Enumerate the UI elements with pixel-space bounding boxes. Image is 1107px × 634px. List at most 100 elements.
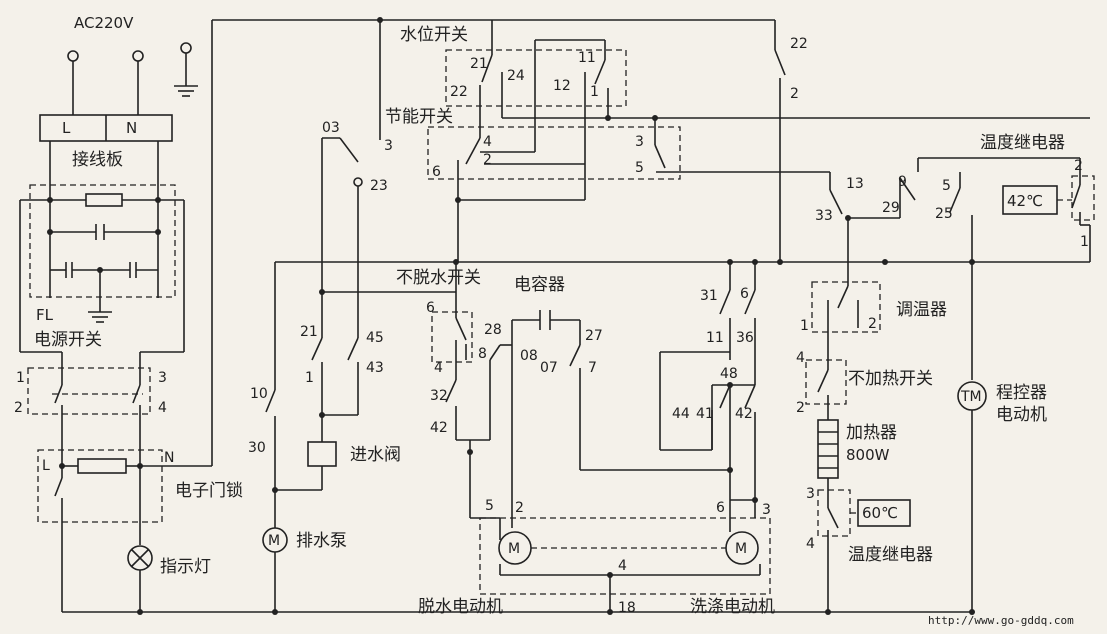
terminal-48: 48: [720, 366, 738, 382]
terminal-4-tr2: 4: [806, 536, 815, 552]
terminal-6-es: 6: [432, 164, 441, 180]
wash-motor-label: 洗涤电动机: [690, 597, 775, 617]
door-lock: [37, 449, 163, 545]
temp-42-label: 42℃: [1007, 192, 1043, 210]
terminal-5-tr: 5: [942, 178, 951, 194]
terminal-13: 13: [846, 176, 864, 192]
terminal-9: 9: [898, 174, 907, 190]
supply-terminal-n: [132, 50, 144, 115]
no-spin-switch: [431, 262, 512, 441]
terminal-board: [39, 114, 173, 142]
terminal-22-wl: 22: [450, 84, 468, 100]
terminal-08: 08: [520, 348, 538, 364]
ground-icon: [174, 42, 198, 97]
terminal-24: 24: [507, 68, 525, 84]
heater: [817, 419, 839, 500]
thermostat: [811, 262, 881, 350]
terminal-2-nh: 2: [796, 400, 805, 416]
temperature-relay-top: [899, 157, 1095, 380]
indicator-lamp-icon: [127, 545, 153, 612]
terminal-28: 28: [484, 322, 502, 338]
terminal-1-wl: 1: [590, 84, 599, 100]
program-timer-motor-icon: TM: [957, 381, 987, 612]
door-lock-label: 电子门锁: [175, 481, 243, 501]
terminal-5-es: 5: [635, 160, 644, 176]
terminal-21-iv: 21: [300, 324, 318, 340]
water-level-switch-label: 水位开关: [400, 25, 468, 45]
terminal-12: 12: [553, 78, 571, 94]
terminal-2-sm: 2: [515, 500, 524, 516]
spin-motor-icon: M: [498, 531, 532, 565]
temp-relay-top-label: 温度继电器: [980, 133, 1065, 153]
terminal-1-ts: 1: [800, 318, 809, 334]
filter-label: FL: [36, 306, 54, 324]
terminal-board-n-label: N: [126, 119, 137, 137]
terminal-33: 33: [815, 208, 833, 224]
terminal-41: 41: [696, 406, 714, 422]
svg-text:M: M: [508, 541, 520, 557]
svg-text:M: M: [735, 541, 747, 557]
terminal-30: 30: [248, 440, 266, 456]
terminal-44: 44: [672, 406, 690, 422]
terminal-6-ns: 6: [426, 300, 435, 316]
terminal-2-top: 2: [790, 86, 799, 102]
power-switch-terminal-1: 1: [16, 370, 25, 386]
terminal-4-ns: 4: [434, 360, 443, 376]
supply-voltage-label: AC220V: [74, 14, 134, 32]
terminal-27: 27: [585, 328, 603, 344]
terminal-31: 31: [700, 288, 718, 304]
terminal-4-motor: 4: [618, 558, 627, 574]
terminal-11-wl: 11: [578, 50, 596, 66]
source-url: http://www.go-gddq.com: [928, 614, 1074, 627]
power-switch-terminal-2: 2: [14, 400, 23, 416]
power-switch-label: 电源开关: [34, 330, 102, 350]
heater-power-label: 800W: [846, 446, 890, 464]
motors-block: [479, 517, 771, 595]
terminal-36: 36: [736, 330, 754, 346]
indicator-label: 指示灯: [160, 557, 211, 577]
svg-text:M: M: [268, 533, 280, 549]
power-switch-terminal-4: 4: [158, 400, 167, 416]
terminal-1-iv: 1: [305, 370, 314, 386]
terminal-3-motor: 3: [762, 502, 771, 518]
terminal-42-wm: 42: [735, 406, 753, 422]
terminal-2-tr: 2: [1074, 158, 1083, 174]
energy-saving-switch: [427, 115, 830, 262]
door-lock-n-label: N: [164, 450, 174, 466]
terminal-6-wm: 6: [740, 286, 749, 302]
terminal-07: 07: [540, 360, 558, 376]
terminal-18: 18: [618, 600, 636, 616]
terminal-21-wl: 21: [470, 56, 488, 72]
drain-pump-motor-icon: M: [262, 527, 288, 553]
no-spin-switch-label: 不脱水开关: [396, 268, 481, 288]
program-motor-label-line1: 程控器: [996, 383, 1047, 403]
terminal-43: 43: [366, 360, 384, 376]
terminal-5-sm: 5: [485, 498, 494, 514]
terminal-25: 25: [935, 206, 953, 222]
terminal-3: 3: [384, 138, 393, 154]
spin-motor-label: 脱水电动机: [418, 597, 503, 617]
terminal-22-top: 22: [790, 36, 808, 52]
terminal-8: 8: [478, 346, 487, 362]
temp-60-label: 60℃: [862, 504, 898, 522]
thermostat-label: 调温器: [896, 300, 947, 320]
program-motor-symbol: TM: [960, 389, 982, 405]
terminal-3-es: 3: [635, 134, 644, 150]
no-heat-switch: [805, 350, 847, 420]
terminal-4-nh: 4: [796, 350, 805, 366]
terminal-2-ts: 2: [868, 316, 877, 332]
terminal-29: 29: [882, 200, 900, 216]
drain-pump-label: 排水泵: [296, 531, 347, 551]
power-switch-terminal-3: 3: [158, 370, 167, 386]
terminal-board-l-label: L: [62, 119, 71, 137]
heater-label: 加热器: [846, 423, 897, 443]
terminal-23: 23: [370, 178, 388, 194]
water-level-switch: [445, 20, 1090, 200]
energy-switch-label: 节能开关: [385, 107, 453, 127]
terminal-7: 7: [588, 360, 597, 376]
terminal-4-es: 4: [483, 134, 492, 150]
terminal-2-es: 2: [483, 152, 492, 168]
terminal-1-tr: 1: [1080, 234, 1089, 250]
terminal-45: 45: [366, 330, 384, 346]
